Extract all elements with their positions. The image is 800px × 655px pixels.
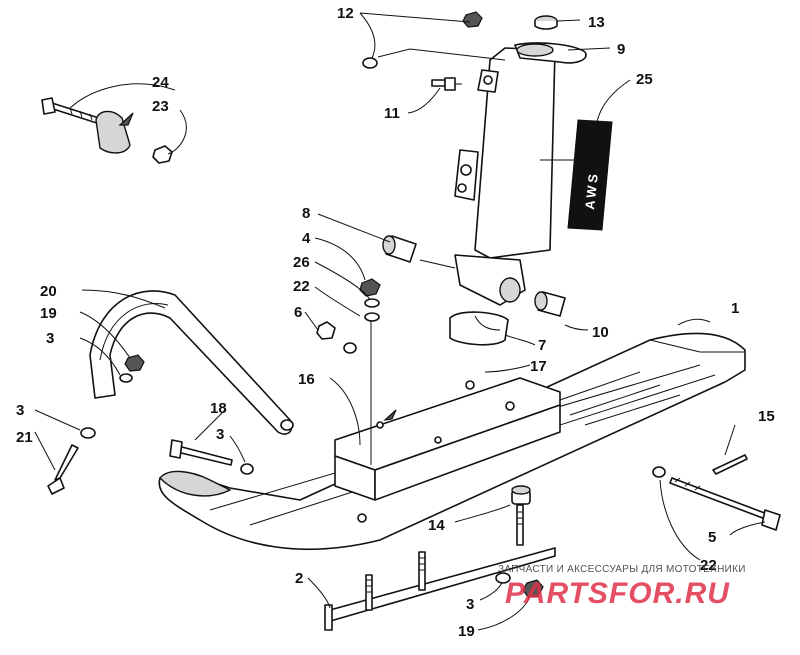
- callout-14: 14: [428, 517, 445, 534]
- callout-9: 9: [617, 41, 625, 58]
- callout-6: 6: [294, 304, 302, 321]
- callout-23: 23: [152, 98, 169, 115]
- callout-17: 17: [530, 358, 547, 375]
- callout-12: 12: [337, 5, 354, 22]
- callout-5: 5: [708, 529, 716, 546]
- callout-7: 7: [538, 337, 546, 354]
- callout-8: 8: [302, 205, 310, 222]
- callout-15: 15: [758, 408, 775, 425]
- callout-19-upper: 19: [40, 305, 57, 322]
- callout-25: 25: [636, 71, 653, 88]
- callout-19-lower: 19: [458, 623, 475, 640]
- bumper-block: [449, 311, 509, 346]
- callout-18: 18: [210, 400, 227, 417]
- callout-26: 26: [293, 254, 310, 271]
- leader-lines: [34, 12, 766, 631]
- cotter-pin: [712, 454, 748, 475]
- callout-21: 21: [16, 429, 33, 446]
- callout-10: 10: [592, 324, 609, 341]
- ski-loop: [80, 290, 294, 439]
- front-bolt-18: [169, 439, 254, 475]
- spindle-bolt-5: [652, 466, 781, 531]
- saddle-bolt: [316, 278, 381, 465]
- watermark: ЗАПЧАСТИ И АКСЕССУАРЫ ДЛЯ МОТОТЕХНИКИ PA…: [498, 564, 746, 610]
- callout-22-upper: 22: [293, 278, 310, 295]
- carbide-spacer: [511, 485, 531, 505]
- ski-loop-bolt: [47, 444, 79, 495]
- watermark-tagline: ЗАПЧАСТИ И АКСЕССУАРЫ ДЛЯ МОТОТЕХНИКИ: [498, 564, 746, 575]
- bushing-upper: [382, 235, 417, 263]
- spindle-cap: [534, 15, 558, 30]
- callout-3-left: 3: [16, 402, 24, 419]
- aws-decal: AWS: [567, 119, 613, 231]
- callout-16: 16: [298, 371, 315, 388]
- callout-3-lower: 3: [466, 596, 474, 613]
- wear-bar: [324, 504, 556, 631]
- spindle: [454, 42, 587, 306]
- grease-fitting: [431, 77, 462, 91]
- callout-1: 1: [731, 300, 739, 317]
- clamp-bracket: [95, 110, 134, 154]
- callout-22-lower: 22: [700, 557, 717, 574]
- callout-numbers: 12 13 9 25 11 24 23 8 4 26 22 6 1 10 7 1…: [16, 5, 775, 640]
- top-nut-and-washer: [362, 11, 483, 69]
- bushing-lower: [534, 291, 566, 317]
- callout-24: 24: [152, 74, 169, 91]
- callout-20: 20: [40, 283, 57, 300]
- decal-label: AWS: [582, 170, 601, 210]
- callout-2: 2: [295, 570, 303, 587]
- ski-saddle: [334, 377, 561, 501]
- callout-4: 4: [302, 230, 311, 247]
- washer-and-nut-bottom: [495, 572, 544, 598]
- callout-3-upper: 3: [46, 330, 54, 347]
- callout-13: 13: [588, 14, 605, 31]
- callout-3-mid: 3: [216, 426, 224, 443]
- watermark-logo: PARTSFOR.RU: [505, 577, 730, 610]
- loose-nut-23: [152, 145, 173, 164]
- callout-11: 11: [384, 105, 400, 122]
